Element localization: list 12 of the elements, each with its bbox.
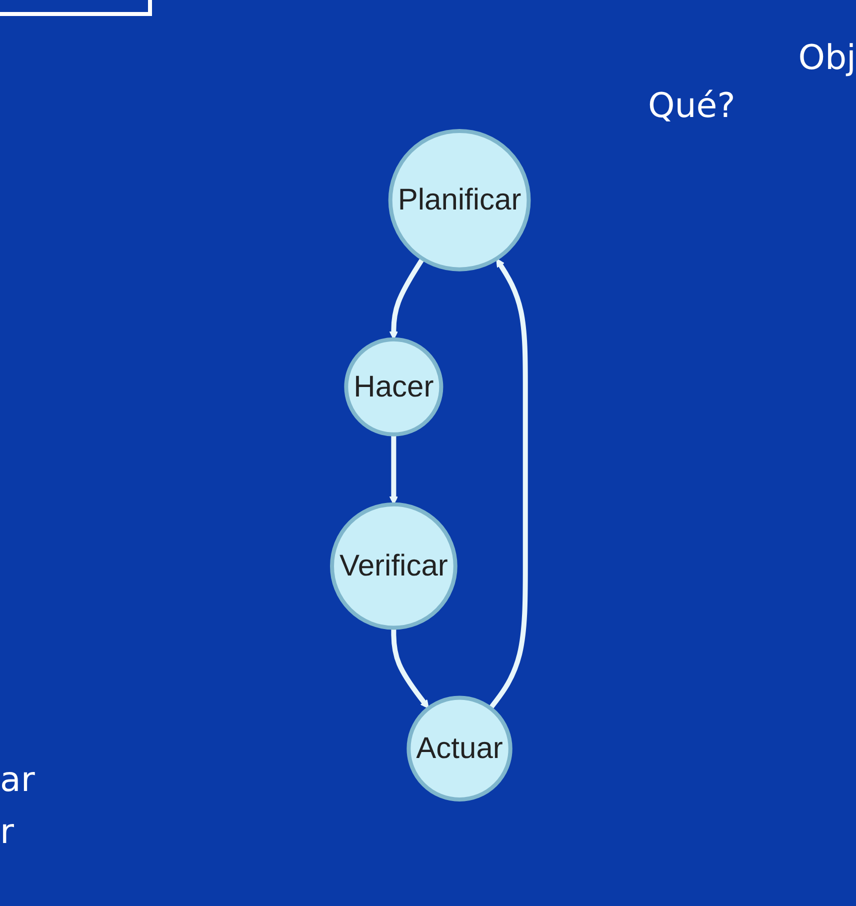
node-circle: Hacer (344, 337, 443, 436)
label-text: Obj (798, 38, 856, 78)
label-text: r (0, 812, 14, 852)
arrow (388, 257, 424, 340)
node-circle: Verificar (330, 502, 457, 630)
node-circle: Planificar (388, 128, 530, 272)
label-text: Qué? (648, 86, 736, 126)
arrow (488, 258, 528, 710)
label-text: ar (0, 760, 35, 800)
node-circle: Actuar (406, 696, 512, 802)
arrow (388, 434, 398, 505)
arrow (390, 628, 429, 708)
